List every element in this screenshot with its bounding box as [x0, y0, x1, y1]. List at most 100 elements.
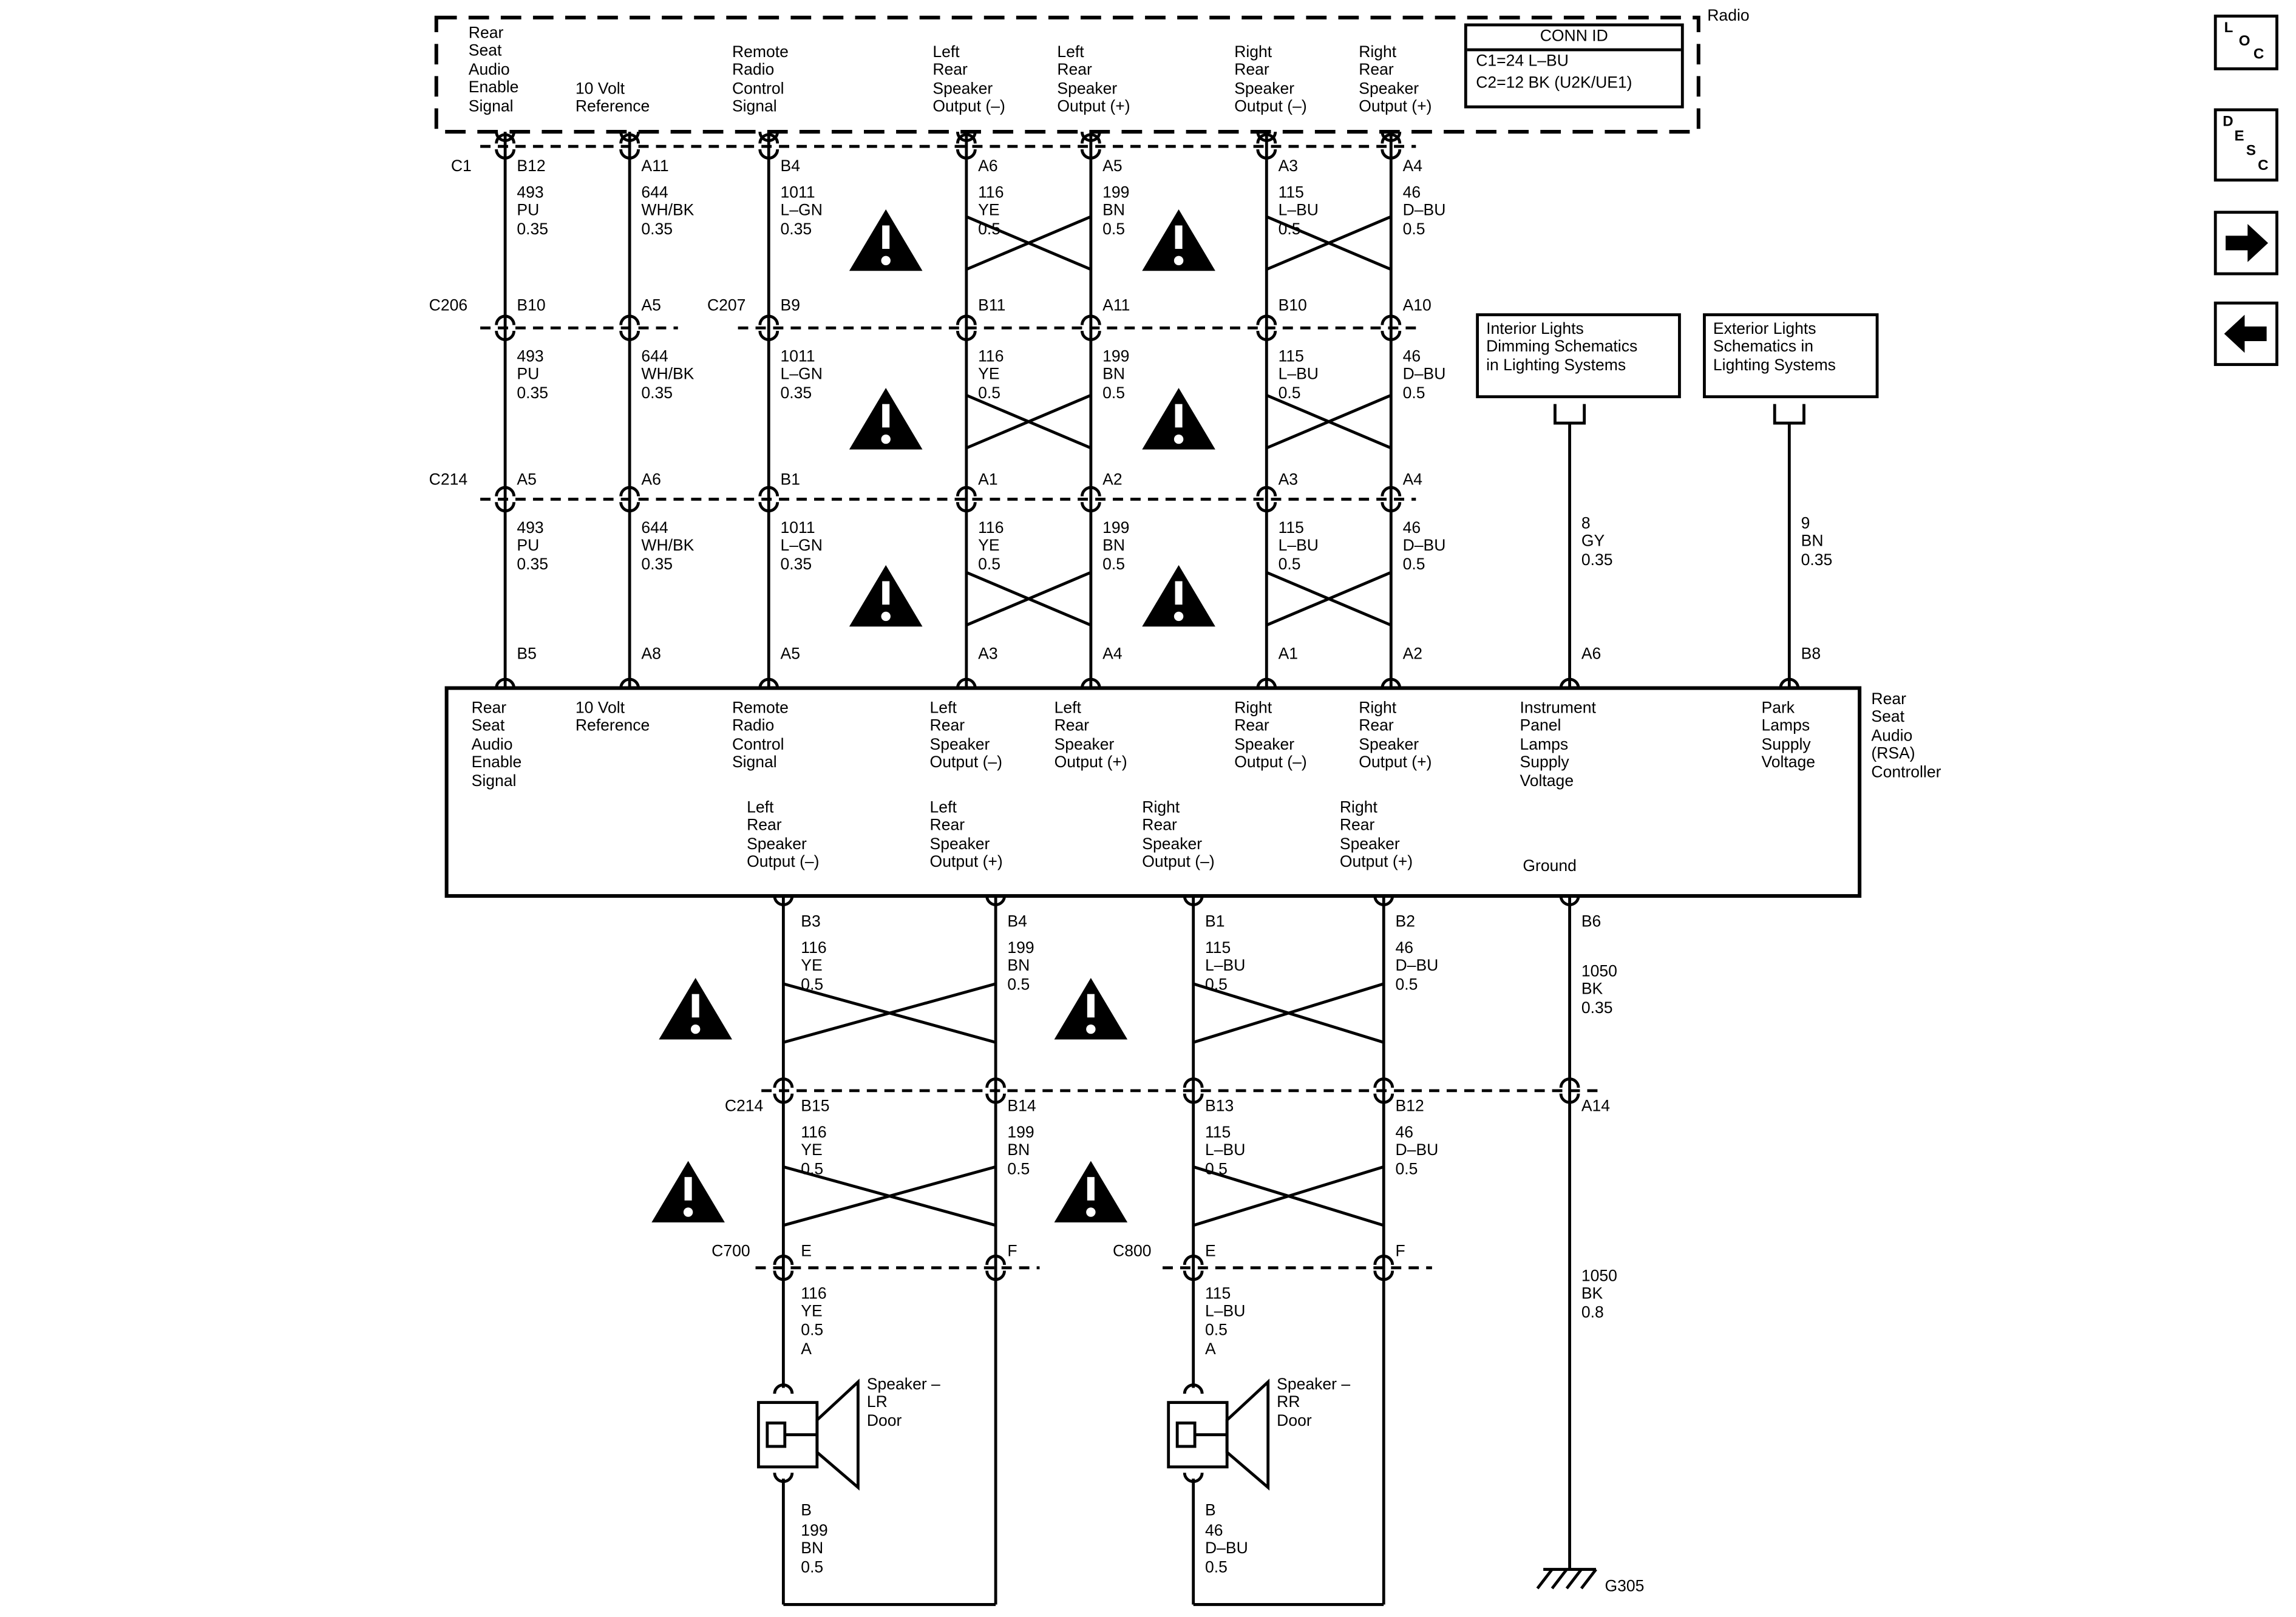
ground-name: G305 — [1605, 1578, 1645, 1596]
rsa-function-label: Left Rear Speaker Output (–) — [747, 799, 820, 872]
desc-letter: C — [2258, 158, 2269, 175]
rsa-function-label: Left Rear Speaker Output (+) — [929, 799, 1003, 872]
wire-label: 644 WH/BK 0.35 — [641, 348, 695, 402]
pin-label: B3 — [801, 914, 821, 931]
radio-function-label: Right Rear Speaker Output (–) — [1234, 44, 1307, 117]
wire-label: 115 L–BU 0.5 — [1204, 1124, 1246, 1179]
radio-function-label: Rear Seat Audio Enable Signal — [468, 25, 519, 115]
exterior-lights-reference-box: Exterior Lights Schematics in Lighting S… — [1703, 313, 1879, 399]
conn-id-title: CONN ID — [1467, 26, 1681, 52]
wire-label: 199 BN 0.5 — [1102, 348, 1130, 402]
speaker-rr-icon — [1167, 1378, 1270, 1491]
connector-name: C214 — [724, 1097, 764, 1116]
pin-label: A1 — [1278, 645, 1299, 663]
pin-label: A4 — [1102, 645, 1123, 663]
radio-function-label: 10 Volt Reference — [575, 80, 650, 117]
pin-label: A — [1204, 1341, 1216, 1359]
rsa-function-label: Rear Seat Audio Enable Signal — [471, 699, 522, 790]
wire-label: 115 L–BU 0.5 — [1204, 940, 1246, 994]
pin-label: B13 — [1204, 1097, 1234, 1116]
pin-label: A6 — [1581, 645, 1601, 663]
pin-label: A5 — [780, 645, 801, 663]
wire-label: 46 D–BU 0.5 — [1402, 348, 1446, 402]
wire-label: 493 PU 0.35 — [517, 348, 549, 402]
pin-label: A3 — [978, 645, 998, 663]
rsa-title: Rear Seat Audio (RSA) Controller — [1871, 691, 1941, 782]
pin-label: B — [1204, 1502, 1216, 1520]
wire-label: 116 YE 0.5 — [978, 520, 1004, 574]
pin-label: A6 — [641, 471, 661, 489]
pin-label: B9 — [780, 297, 801, 315]
pin-label: B12 — [1395, 1097, 1424, 1116]
wires — [503, 132, 1791, 1606]
wire-label: 644 WH/BK 0.35 — [641, 520, 695, 574]
rsa-function-label: Park Lamps Supply Voltage — [1761, 699, 1816, 772]
forward-arrow-icon — [2226, 224, 2269, 262]
pin-label: A11 — [1102, 297, 1130, 315]
rsa-function-label: Instrument Panel Lamps Supply Voltage — [1520, 699, 1596, 790]
loc-button[interactable]: L O C — [2213, 15, 2278, 70]
rsa-function-label: Remote Radio Control Signal — [732, 699, 789, 772]
wire-label: 9 BN 0.35 — [1801, 515, 1833, 569]
pin-label: E — [801, 1242, 812, 1261]
wire-label: 115 L–BU 0.5 — [1204, 1285, 1246, 1340]
pin-label: A2 — [1402, 645, 1423, 663]
loc-letter: L — [2224, 20, 2233, 37]
wire-label: 116 YE 0.5 — [801, 1124, 827, 1179]
wire-label: 199 BN 0.5 — [1007, 1124, 1034, 1179]
wire-label: 1050 BK 0.8 — [1581, 1267, 1617, 1322]
desc-button[interactable]: D E S C — [2213, 108, 2278, 182]
pin-label: A11 — [641, 158, 669, 176]
ground-symbol-icon — [1536, 1568, 1597, 1590]
wire-label: 199 BN 0.5 — [1102, 520, 1130, 574]
connector-rows — [480, 144, 1605, 1270]
previous-page-button[interactable] — [2213, 301, 2278, 366]
rsa-function-label: Left Rear Speaker Output (+) — [1054, 699, 1127, 772]
connector-name: C800 — [1113, 1242, 1152, 1261]
desc-letter: D — [2223, 114, 2233, 131]
interior-lights-reference-box: Interior Lights Dimming Schematics in Li… — [1476, 313, 1681, 399]
wire-label: 46 D–BU 0.5 — [1402, 520, 1446, 574]
rsa-function-label: Right Rear Speaker Output (–) — [1142, 799, 1215, 872]
wire-label: 644 WH/BK 0.35 — [641, 184, 695, 239]
pin-label: A5 — [517, 471, 537, 489]
speaker-label: Speaker – LR Door — [866, 1376, 940, 1430]
connector-name: C214 — [429, 471, 468, 489]
next-page-button[interactable] — [2213, 211, 2278, 276]
pin-label: B — [801, 1502, 812, 1520]
pin-label: A3 — [1278, 158, 1299, 176]
radio-title: Radio — [1707, 7, 1750, 25]
pin-label: A2 — [1102, 471, 1123, 489]
wire-label: 199 BN 0.5 — [801, 1522, 828, 1577]
offpage-connectors — [1554, 404, 1805, 425]
wire-label: 116 YE 0.5 — [978, 348, 1004, 402]
connector-name: C207 — [707, 297, 746, 315]
pin-label: E — [1204, 1242, 1216, 1261]
wire-label: 199 BN 0.5 — [1007, 940, 1034, 994]
rsa-function-label: 10 Volt Reference — [575, 699, 650, 736]
radio-function-label: Left Rear Speaker Output (+) — [1057, 44, 1130, 117]
radio-function-label: Remote Radio Control Signal — [732, 44, 789, 117]
back-arrow-icon — [2224, 314, 2267, 353]
wire-label: 199 BN 0.5 — [1102, 184, 1130, 239]
wire-label: 116 YE 0.5 — [801, 1285, 827, 1340]
radio-function-label: Right Rear Speaker Output (+) — [1359, 44, 1432, 117]
rsa-box-outline — [444, 686, 1862, 898]
wire-label: 46 D–BU 0.5 — [1204, 1522, 1248, 1577]
pin-label: F — [1007, 1242, 1017, 1261]
wire-label: 8 GY 0.35 — [1581, 515, 1613, 569]
pin-label: B1 — [1204, 914, 1225, 931]
pin-label: B6 — [1581, 914, 1601, 931]
loc-letter: C — [2253, 47, 2264, 63]
conn-id-line: C2=12 BK (U2K/UE1) — [1476, 75, 1632, 93]
rsa-function-label: Right Rear Speaker Output (–) — [1234, 699, 1307, 772]
pin-label: A4 — [1402, 471, 1423, 489]
connector-name: C700 — [712, 1242, 750, 1261]
loc-letter: O — [2238, 33, 2250, 50]
wire-label: 1011 L–GN 0.35 — [780, 348, 823, 402]
pin-label: A5 — [641, 297, 661, 315]
conn-id-box: CONN ID C1=24 L–BU C2=12 BK (U2K/UE1) — [1464, 23, 1684, 109]
pin-label: B11 — [978, 297, 1006, 315]
